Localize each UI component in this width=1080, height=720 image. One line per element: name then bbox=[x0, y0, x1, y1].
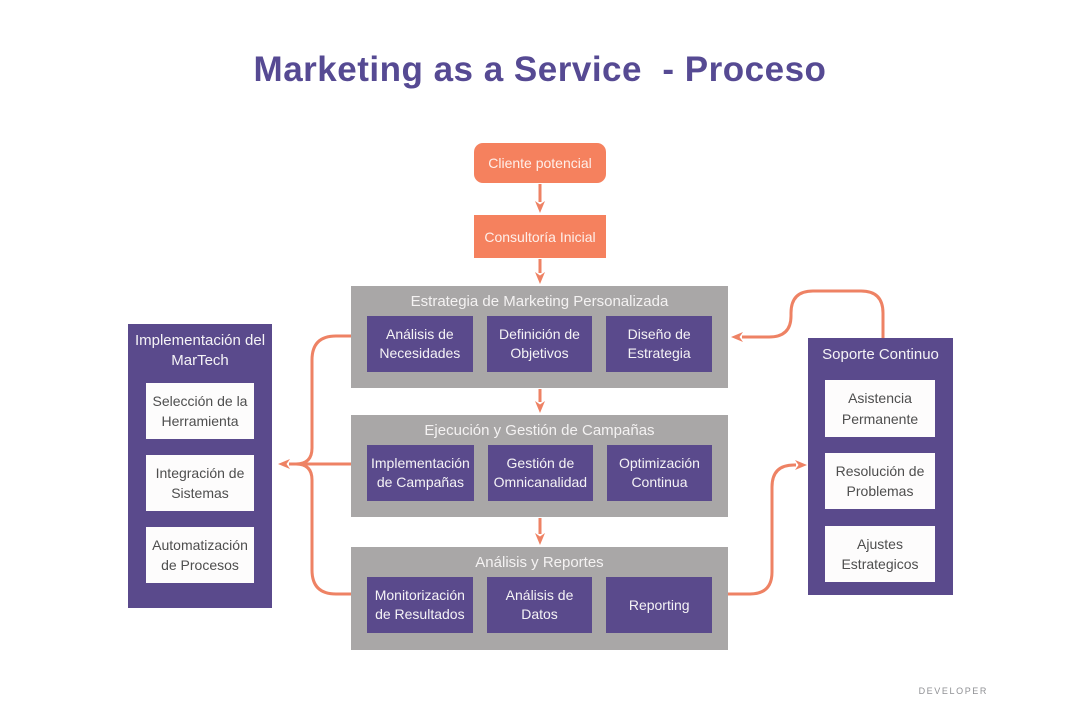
line-analisis-to-merge bbox=[295, 462, 353, 596]
node-cliente-potencial: Cliente potencial bbox=[474, 143, 606, 183]
node-analisis-necesidades: Análisis de Necesidades bbox=[367, 316, 473, 372]
node-seleccion-herramienta: Selección de la Herramienta bbox=[146, 383, 254, 439]
node-implementacion-campanas: Implementación de Campañas bbox=[367, 445, 474, 501]
panel-title: Implementación del MarTech bbox=[134, 332, 266, 370]
stage-analisis-reportes: Análisis y Reportes Monitorización de Re… bbox=[351, 547, 728, 650]
line-estrategia-to-merge bbox=[295, 334, 353, 466]
node-reporting: Reporting bbox=[606, 577, 713, 633]
node-monitorizacion-resultados: Monitorización de Resultados bbox=[367, 577, 473, 633]
node-analisis-datos: Análisis de Datos bbox=[486, 577, 593, 633]
panel-soporte-continuo: Soporte Continuo Asistencia Permanente R… bbox=[808, 338, 953, 595]
node-definicion-objetivos: Definición de Objetivos bbox=[486, 316, 593, 372]
node-consultoria-inicial: Consultoría Inicial bbox=[474, 215, 606, 258]
node-integracion-sistemas: Integración de Sistemas bbox=[146, 455, 254, 511]
brand-logo: < im inbound / > DEVELOPER bbox=[776, 642, 1044, 698]
node-gestion-omnicanalidad: Gestión de Omnicanalidad bbox=[487, 445, 593, 501]
stage-title: Estrategia de Marketing Personalizada bbox=[410, 293, 669, 310]
stage-row: Monitorización de Resultados Análisis de… bbox=[367, 577, 713, 633]
node-diseno-estrategia: Diseño de Estrategia bbox=[606, 316, 713, 372]
arrow-analisis-to-soporte bbox=[726, 460, 807, 596]
node-asistencia-permanente: Asistencia Permanente bbox=[825, 380, 935, 437]
stage-row: Análisis de Necesidades Definición de Ob… bbox=[367, 316, 713, 372]
arrow-soporte-to-estrategia bbox=[731, 289, 885, 345]
page-title: Marketing as a Service - Proceso bbox=[253, 50, 827, 89]
logo-tagline: DEVELOPER bbox=[918, 686, 988, 696]
node-optimizacion-continua: Optimización Continua bbox=[606, 445, 713, 501]
stage-estrategia: Estrategia de Marketing Personalizada An… bbox=[351, 286, 728, 388]
stage-ejecucion: Ejecución y Gestión de Campañas Implemen… bbox=[351, 415, 728, 517]
stage-title: Análisis y Reportes bbox=[475, 554, 604, 571]
node-automatizacion-procesos: Automatización de Procesos bbox=[146, 527, 254, 583]
node-ajustes-estrategicos: Ajustes Estrategicos bbox=[825, 526, 935, 582]
node-resolucion-problemas: Resolución de Problemas bbox=[825, 453, 935, 509]
stage-row: Implementación de Campañas Gestión de Om… bbox=[367, 445, 713, 501]
stage-title: Ejecución y Gestión de Campañas bbox=[424, 422, 655, 439]
panel-implementacion-martech: Implementación del MarTech Selección de … bbox=[128, 324, 272, 608]
panel-title: Soporte Continuo bbox=[822, 346, 939, 363]
